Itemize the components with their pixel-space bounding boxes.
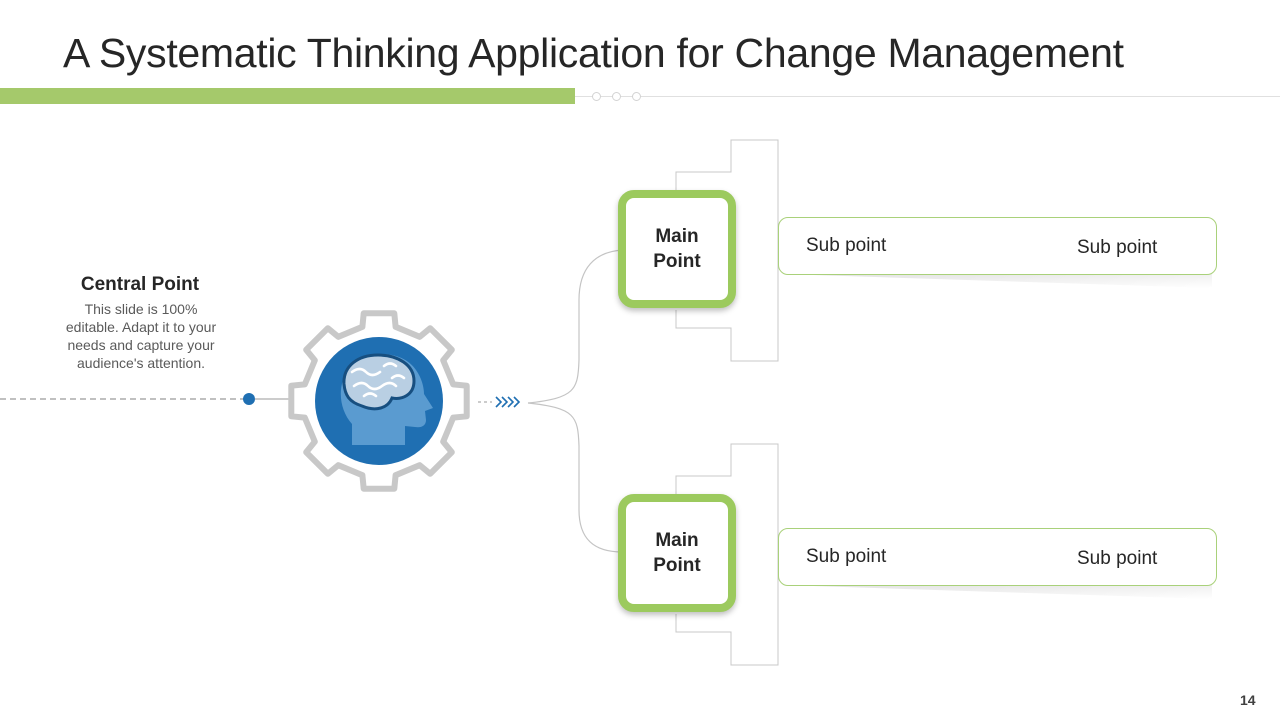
main-point-label-2: Main Point bbox=[653, 530, 701, 576]
title-dot-2 bbox=[612, 92, 621, 101]
central-point-description: This slide is 100% editable. Adapt it to… bbox=[65, 301, 217, 371]
chevron-arrows-icon bbox=[495, 396, 521, 408]
branch-curve-top bbox=[527, 249, 623, 404]
main-point-box-2: Main Point bbox=[618, 494, 736, 612]
sub-points-box-2 bbox=[778, 528, 1217, 586]
connector-dot bbox=[243, 393, 255, 405]
sub-point-1a: Sub point bbox=[806, 235, 887, 256]
title-accent-bar bbox=[0, 88, 575, 104]
sub-point-2b: Sub point bbox=[1077, 548, 1158, 569]
branch-curve-bottom bbox=[527, 402, 623, 553]
title-dot-3 bbox=[632, 92, 641, 101]
main-point-box-1: Main Point bbox=[618, 190, 736, 308]
sub-points-box-1 bbox=[778, 217, 1217, 275]
sub-point-2a: Sub point bbox=[806, 546, 887, 567]
sub-point-1b: Sub point bbox=[1077, 237, 1158, 258]
central-point-title: Central Point bbox=[80, 274, 200, 295]
title-rule bbox=[575, 96, 1280, 97]
title-dot-1 bbox=[592, 92, 601, 101]
slide-title: A Systematic Thinking Application for Ch… bbox=[63, 30, 1124, 76]
head-brain-icon bbox=[340, 353, 433, 445]
main-point-label-1: Main Point bbox=[653, 226, 701, 272]
page-number: 14 bbox=[1240, 692, 1256, 708]
